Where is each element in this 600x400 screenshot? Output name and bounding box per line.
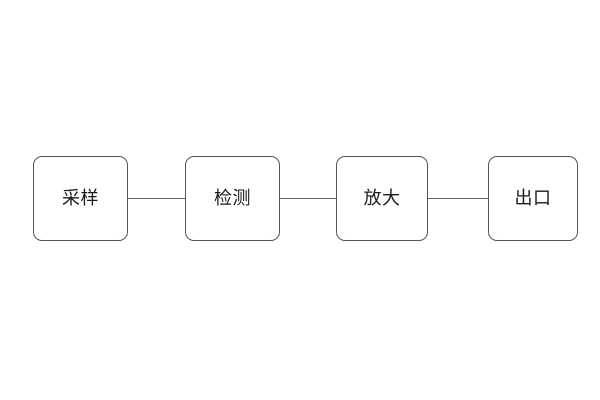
node-amplification[interactable]: 放大: [336, 156, 428, 241]
node-output-label: 出口: [514, 187, 552, 209]
connector-detection-to-amplification: [280, 198, 336, 199]
node-sampling[interactable]: 采样: [33, 156, 128, 241]
connector-amplification-to-output: [428, 198, 488, 199]
connector-sampling-to-detection: [128, 198, 185, 199]
node-detection-label: 检测: [214, 187, 251, 209]
node-amplification-label: 放大: [363, 187, 401, 209]
node-sampling-label: 采样: [62, 187, 99, 209]
node-detection[interactable]: 检测: [185, 156, 280, 241]
node-output[interactable]: 出口: [488, 156, 578, 241]
